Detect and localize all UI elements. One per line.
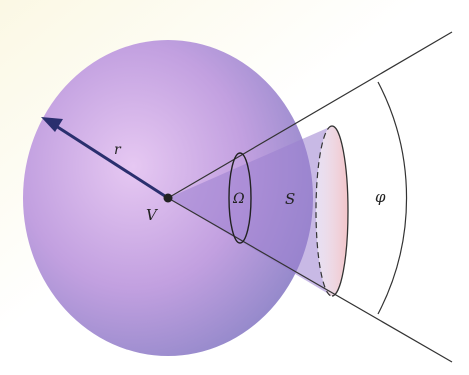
label-radius: r	[114, 142, 122, 158]
solid-angle-ellipse	[228, 152, 252, 244]
cone-upper-ray	[167, 31, 453, 199]
cap-surface	[316, 126, 348, 296]
cone-lower-ray	[167, 197, 453, 363]
label-vertex: V	[146, 206, 159, 224]
radius-arrowhead-icon	[41, 117, 63, 132]
label-angle: φ	[375, 188, 386, 206]
angle-arc	[377, 81, 408, 315]
label-solid-angle: Ω	[232, 191, 245, 207]
cone-volume	[168, 126, 346, 296]
radius-arrow-line	[55, 124, 169, 200]
vertex-point	[163, 193, 173, 203]
cap-back-edge	[315, 125, 333, 297]
label-area: S	[285, 190, 295, 208]
cap-front-edge	[331, 125, 349, 297]
